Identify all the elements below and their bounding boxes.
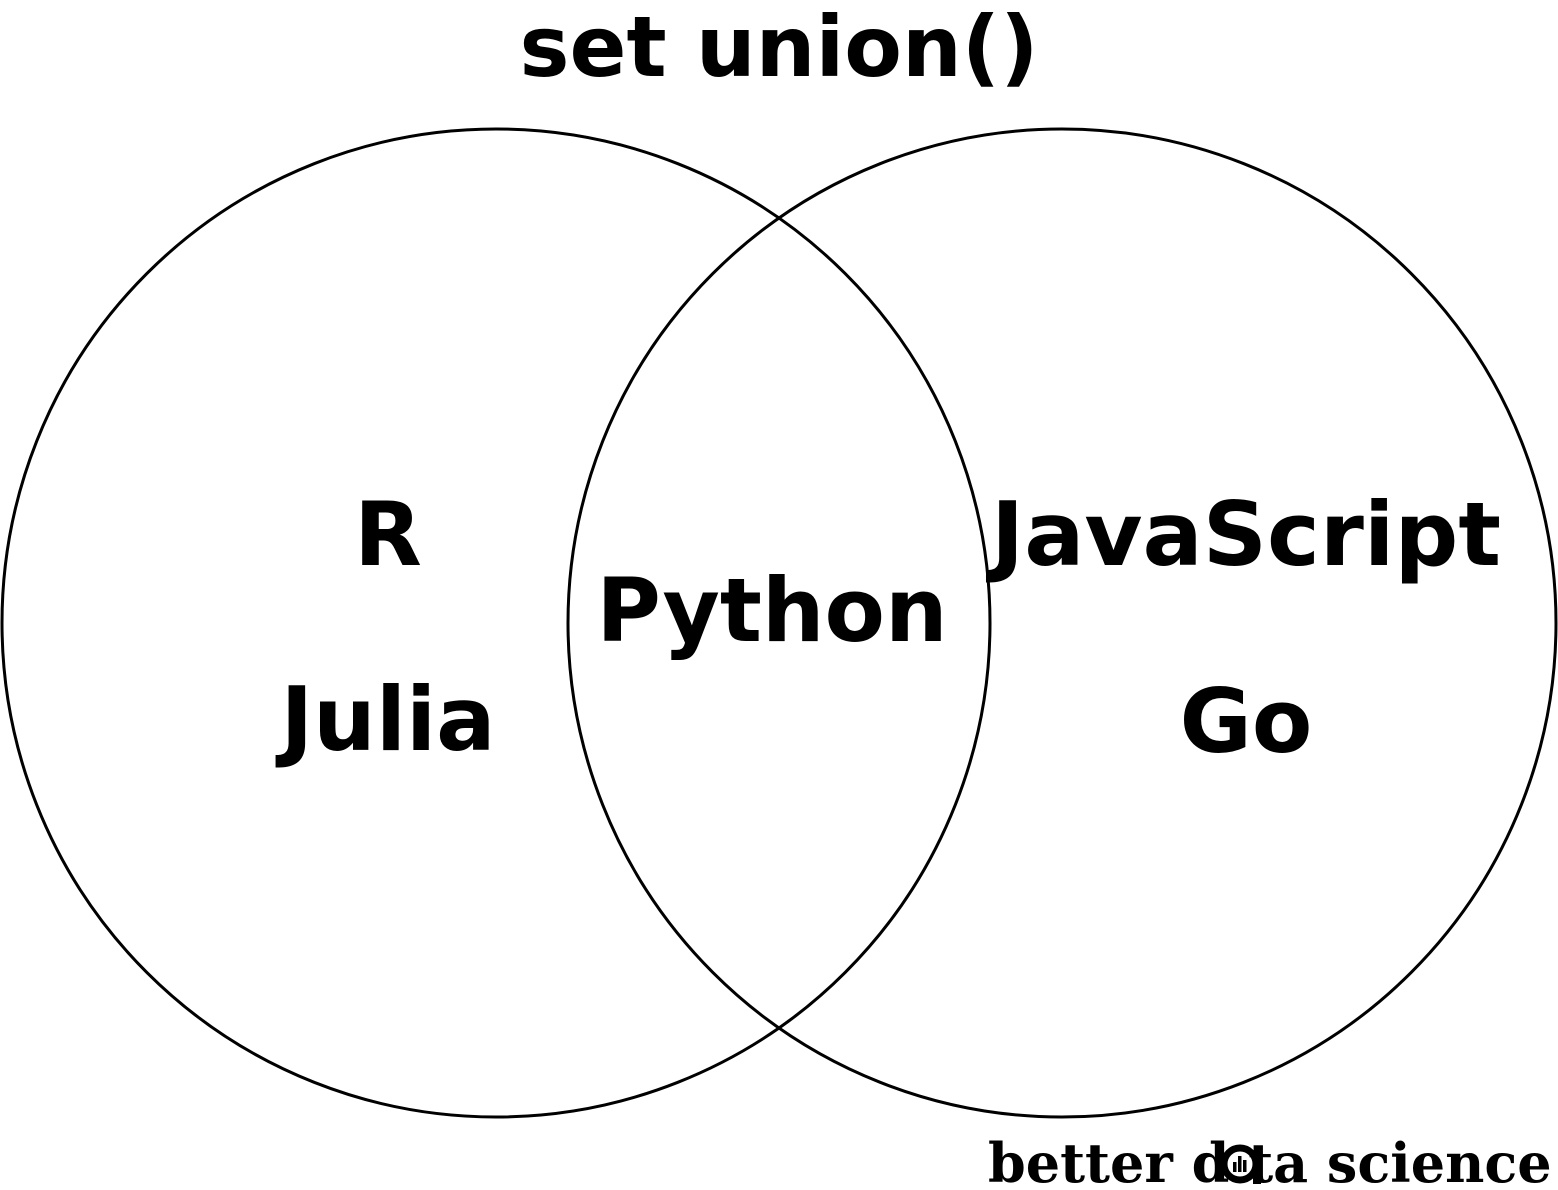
svg-text:better d ta scie: better d ta science	[988, 1131, 1552, 1190]
intersection-item-python: Python	[596, 559, 947, 662]
diagram-title: set union()	[519, 0, 1038, 96]
brand-text-end: ta science	[1248, 1131, 1551, 1190]
left-set-item-r: R	[354, 483, 422, 586]
left-set-item-julia: Julia	[275, 668, 495, 771]
right-set-item-javascript: JavaScript	[986, 483, 1501, 586]
right-set-circle	[566, 127, 1558, 1119]
right-set-item-go: Go	[1180, 670, 1313, 773]
left-set-circle	[0, 127, 992, 1119]
magnifier-bar-chart-icon	[1220, 1144, 1261, 1184]
brand-text-start: better d	[988, 1131, 1229, 1190]
brand-logo: better d ta science	[988, 1131, 1552, 1190]
